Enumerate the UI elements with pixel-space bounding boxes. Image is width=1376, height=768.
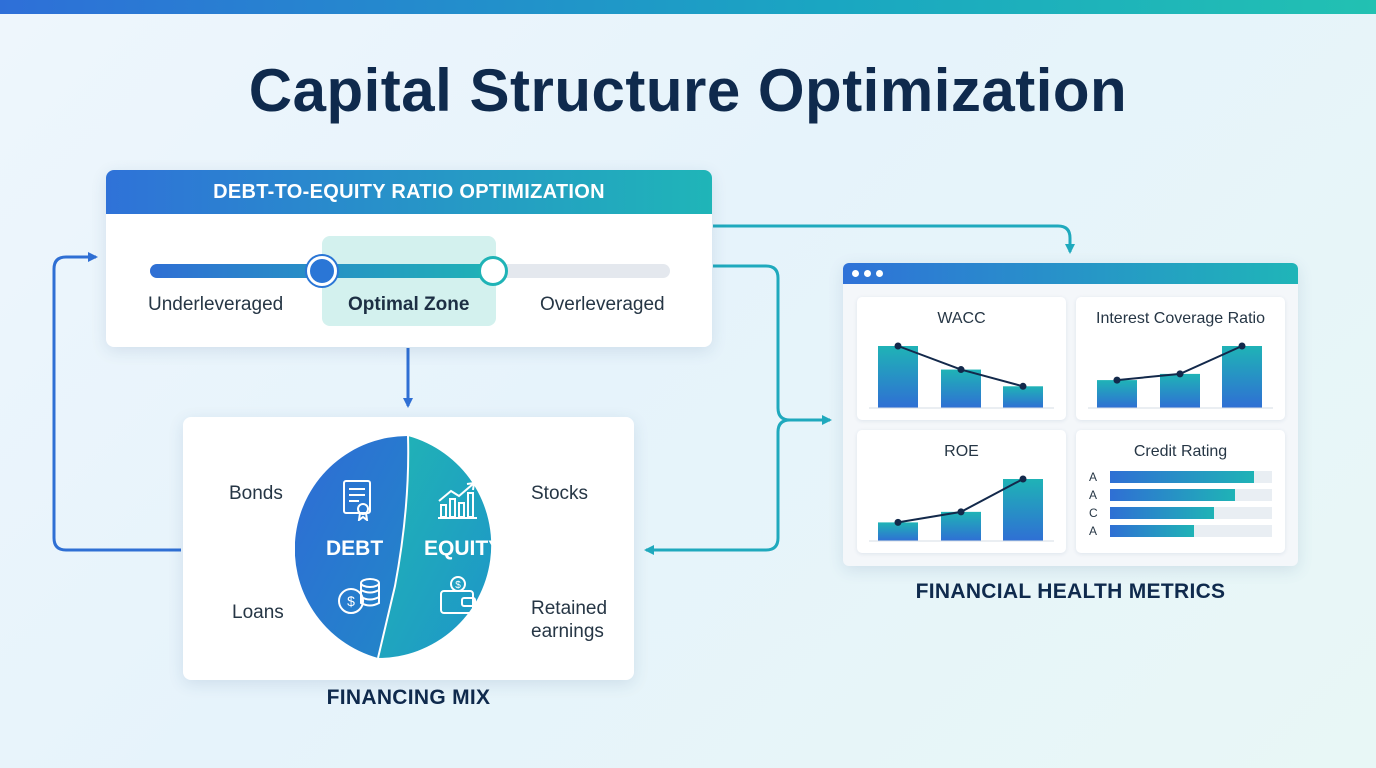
icr-bar-2 bbox=[1160, 373, 1200, 408]
roe-bar-1 bbox=[878, 522, 918, 541]
stock-chart-icon bbox=[438, 481, 477, 519]
credit-rating-bar-fill bbox=[1110, 489, 1235, 501]
wallet-icon: $ bbox=[440, 576, 476, 614]
icr-mini-chart bbox=[1088, 342, 1273, 409]
debt-item-loans: Loans bbox=[232, 602, 284, 623]
de-ratio-header: DEBT-TO-EQUITY RATIO OPTIMIZATION bbox=[106, 170, 712, 214]
slider-handle-low[interactable] bbox=[306, 256, 337, 286]
roe-trend-point-2 bbox=[957, 508, 965, 516]
metric-card-roe[interactable]: ROE bbox=[857, 430, 1066, 553]
wacc-bar-1 bbox=[878, 346, 918, 408]
metric-title-roe: ROE bbox=[944, 443, 979, 460]
page-title: Capital Structure Optimization bbox=[248, 57, 1128, 124]
credit-rating-bar-track bbox=[1110, 525, 1272, 537]
zone-label-overleveraged: Overleveraged bbox=[540, 294, 665, 315]
debt-slice-label: DEBT bbox=[326, 537, 384, 560]
financing-mix-caption: FINANCING MIX bbox=[326, 686, 491, 709]
de-to-dashboard-arrow bbox=[713, 264, 832, 425]
credit-rating-letter: A bbox=[1089, 470, 1098, 484]
roe-trend-point-1 bbox=[894, 518, 902, 526]
credit-rating-letter: C bbox=[1089, 506, 1098, 520]
metric-title-wacc: WACC bbox=[937, 310, 986, 327]
financing-mix-panel: Bonds Loans Stocks Retained earnings DEB… bbox=[183, 417, 634, 680]
certificate-icon bbox=[343, 480, 371, 521]
credit-rating-bar-track bbox=[1110, 471, 1272, 483]
svg-text:$: $ bbox=[455, 580, 461, 591]
credit-rating-bar-track bbox=[1110, 489, 1272, 501]
metric-card-icr[interactable]: Interest Coverage Ratio bbox=[1076, 297, 1285, 420]
equity-slice-label: EQUITY bbox=[424, 537, 503, 560]
de-to-metrics-arrow bbox=[713, 224, 1075, 254]
credit-rating-letter: A bbox=[1089, 488, 1098, 502]
icr-bar-1 bbox=[1097, 380, 1137, 408]
wacc-mini-chart bbox=[869, 342, 1054, 409]
credit-rating-bar-fill bbox=[1110, 507, 1214, 519]
metric-title-credit-rating: Credit Rating bbox=[1133, 443, 1228, 460]
credit-rating-bar-fill bbox=[1110, 471, 1255, 483]
wacc-trend-point-1 bbox=[894, 342, 902, 350]
credit-rating-bar-fill bbox=[1110, 525, 1195, 537]
wacc-trend-point-3 bbox=[1019, 382, 1027, 390]
equity-item-stocks: Stocks bbox=[531, 483, 589, 504]
zone-label-underleveraged: Underleveraged bbox=[148, 294, 284, 315]
top-accent-bar bbox=[0, 0, 1376, 14]
icr-trend-point-1 bbox=[1113, 376, 1121, 384]
icr-trend-point-3 bbox=[1238, 342, 1246, 350]
de-ratio-panel: DEBT-TO-EQUITY RATIO OPTIMIZATION Underl… bbox=[106, 170, 712, 347]
svg-text:$: $ bbox=[347, 593, 355, 609]
zone-label-optimal: Optimal Zone bbox=[348, 294, 470, 315]
roe-trend-point-3 bbox=[1019, 475, 1027, 483]
metrics-to-mix-arrow bbox=[644, 418, 791, 555]
roe-mini-chart bbox=[869, 475, 1054, 542]
slider-handle-high[interactable] bbox=[478, 256, 509, 286]
metrics-dashboard-window: WACC Interest Coverage Ratio ROE Credit … bbox=[843, 263, 1298, 566]
credit-rating-letter: A bbox=[1089, 524, 1098, 538]
equity-item-retained-earnings: Retained earnings bbox=[531, 598, 608, 642]
credit-rating-bar-track bbox=[1110, 507, 1272, 519]
health-metrics-caption: FINANCIAL HEALTH METRICS bbox=[915, 580, 1226, 603]
icr-bar-3 bbox=[1222, 346, 1262, 408]
debt-item-bonds: Bonds bbox=[229, 483, 283, 504]
leverage-slider-track[interactable] bbox=[150, 264, 670, 278]
browser-dots-icon bbox=[843, 263, 1298, 284]
roe-bar-3 bbox=[1003, 479, 1043, 541]
wacc-trend-point-2 bbox=[957, 366, 965, 374]
metric-card-wacc[interactable]: WACC bbox=[857, 297, 1066, 420]
optimal-zone-highlight bbox=[322, 236, 496, 326]
icr-trend-point-2 bbox=[1176, 370, 1184, 378]
coins-icon: $ bbox=[338, 578, 380, 614]
roe-bar-2 bbox=[941, 511, 981, 541]
wacc-bar-3 bbox=[1003, 386, 1043, 408]
metric-title-icr: Interest Coverage Ratio bbox=[1096, 310, 1265, 327]
wacc-bar-2 bbox=[941, 369, 981, 408]
